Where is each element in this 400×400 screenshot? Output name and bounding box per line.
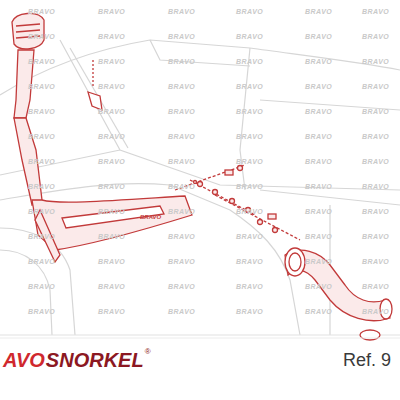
watermark: BRAVO bbox=[236, 183, 263, 190]
watermark: BRAVO bbox=[362, 283, 389, 290]
watermark: BRAVO bbox=[28, 58, 55, 65]
watermark: BRAVO bbox=[305, 283, 332, 290]
watermark: BRAVO bbox=[168, 183, 195, 190]
watermark: BRAVO bbox=[362, 183, 389, 190]
watermark: BRAVO bbox=[168, 33, 195, 40]
vehicle-outline bbox=[0, 40, 400, 335]
watermark: BRAVO bbox=[305, 308, 332, 315]
watermark: BRAVO bbox=[28, 83, 55, 90]
watermark: BRAVO bbox=[28, 233, 55, 240]
snorkel-parts bbox=[12, 13, 392, 340]
watermark: BRAVO bbox=[28, 208, 55, 215]
watermark: BRAVO bbox=[362, 58, 389, 65]
watermark: BRAVO bbox=[28, 283, 55, 290]
watermark: BRAVO bbox=[362, 8, 389, 15]
watermark: BRAVO bbox=[168, 8, 195, 15]
watermark: BRAVO bbox=[305, 233, 332, 240]
watermark: BRAVO bbox=[305, 183, 332, 190]
watermark: BRAVO bbox=[98, 108, 125, 115]
watermark: BRAVO bbox=[168, 133, 195, 140]
watermark: BRAVO bbox=[305, 133, 332, 140]
watermark: BRAVO bbox=[98, 83, 125, 90]
footer-rule bbox=[0, 338, 400, 339]
watermark: BRAVO bbox=[236, 83, 263, 90]
watermark: BRAVO bbox=[362, 33, 389, 40]
reference-number: Ref. 9 bbox=[343, 351, 391, 369]
watermark: BRAVO bbox=[168, 83, 195, 90]
watermark: BRAVO bbox=[28, 183, 55, 190]
watermark: BRAVO bbox=[28, 258, 55, 265]
watermark: BRAVO bbox=[362, 133, 389, 140]
watermark: BRAVO bbox=[362, 258, 389, 265]
watermark: BRAVO bbox=[98, 183, 125, 190]
watermark: BRAVO bbox=[236, 308, 263, 315]
watermark: BRAVO bbox=[305, 258, 332, 265]
watermark: BRAVO bbox=[28, 108, 55, 115]
watermark: BRAVO bbox=[236, 208, 263, 215]
watermark: BRAVO bbox=[28, 158, 55, 165]
watermark: BRAVO bbox=[305, 208, 332, 215]
watermark: BRAVO bbox=[236, 58, 263, 65]
watermark: BRAVO bbox=[305, 108, 332, 115]
watermark: BRAVO bbox=[168, 258, 195, 265]
watermark: BRAVO bbox=[98, 133, 125, 140]
watermark: BRAVO bbox=[98, 158, 125, 165]
watermark: BRAVO bbox=[168, 58, 195, 65]
watermark: BRAVO bbox=[236, 258, 263, 265]
part-brand: BRAVO bbox=[140, 214, 161, 220]
watermark: BRAVO bbox=[362, 233, 389, 240]
watermark: BRAVO bbox=[168, 283, 195, 290]
watermark: BRAVO bbox=[305, 158, 332, 165]
watermark: BRAVO bbox=[236, 233, 263, 240]
registered-mark: ® bbox=[145, 348, 151, 356]
watermark: BRAVO bbox=[305, 58, 332, 65]
watermark: BRAVO bbox=[236, 8, 263, 15]
watermark: BRAVO bbox=[168, 208, 195, 215]
watermark: BRAVO bbox=[362, 308, 389, 315]
watermark: BRAVO bbox=[168, 233, 195, 240]
watermark: BRAVO bbox=[98, 233, 125, 240]
watermark: BRAVO bbox=[236, 33, 263, 40]
watermark: BRAVO bbox=[305, 33, 332, 40]
watermark: BRAVO bbox=[98, 258, 125, 265]
watermark: BRAVO bbox=[98, 58, 125, 65]
watermark: BRAVO bbox=[236, 133, 263, 140]
watermark: BRAVO bbox=[236, 158, 263, 165]
brand-logo: AVO bbox=[3, 350, 45, 370]
watermark: BRAVO bbox=[98, 8, 125, 15]
watermark: BRAVO bbox=[98, 33, 125, 40]
watermark: BRAVO bbox=[362, 158, 389, 165]
watermark: BRAVO bbox=[305, 8, 332, 15]
watermark: BRAVO bbox=[168, 108, 195, 115]
watermark: BRAVO bbox=[98, 283, 125, 290]
watermark: BRAVO bbox=[236, 283, 263, 290]
watermark: BRAVO bbox=[168, 158, 195, 165]
watermark: BRAVO bbox=[236, 108, 263, 115]
watermark: BRAVO bbox=[168, 308, 195, 315]
watermark: BRAVO bbox=[362, 83, 389, 90]
watermark: BRAVO bbox=[28, 133, 55, 140]
watermark: BRAVO bbox=[28, 308, 55, 315]
brand-logo: SNORKEL bbox=[46, 350, 144, 370]
watermark: BRAVO bbox=[98, 208, 125, 215]
watermark: BRAVO bbox=[28, 8, 55, 15]
watermark: BRAVO bbox=[362, 208, 389, 215]
watermark: BRAVO bbox=[98, 308, 125, 315]
watermark: BRAVO bbox=[305, 83, 332, 90]
watermark: BRAVO bbox=[362, 108, 389, 115]
watermark: BRAVO bbox=[28, 33, 55, 40]
